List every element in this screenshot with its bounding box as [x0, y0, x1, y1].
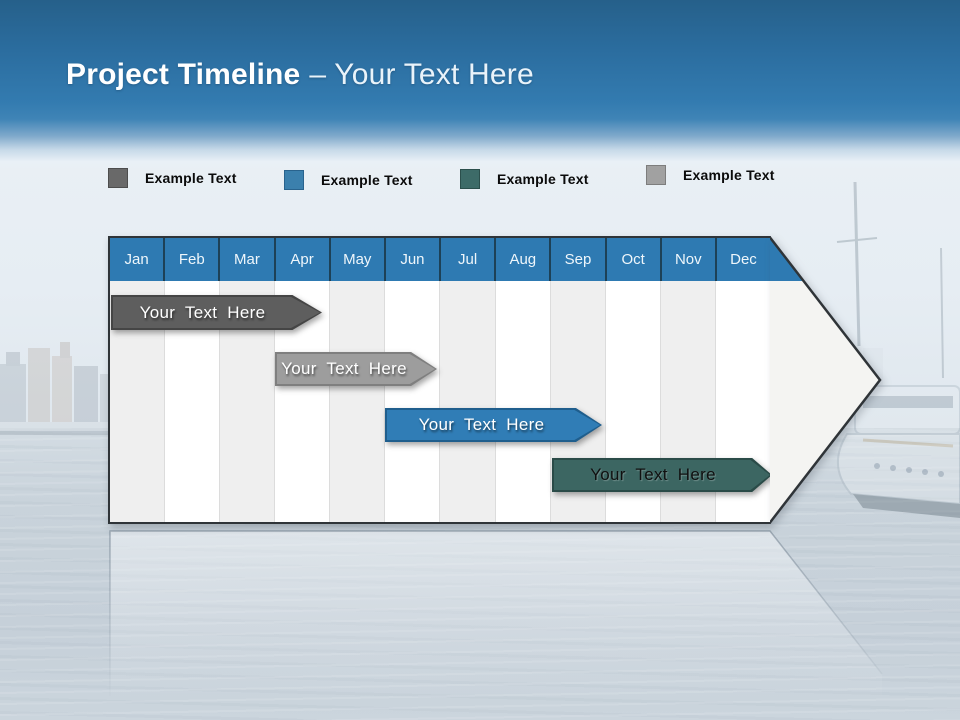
month-cell-aug[interactable]: Aug — [496, 238, 552, 281]
title-sub: – Your Text Here — [309, 58, 534, 91]
gantt-bar-label: Your Text Here — [590, 465, 716, 484]
month-header-row: Jan Feb Mar Apr May Jun Jul Aug Sep Oct … — [110, 238, 770, 281]
gantt-bar-fill — [113, 297, 320, 328]
ship-photo — [836, 181, 960, 518]
gantt-bar-1[interactable]: Your Text Here — [111, 295, 322, 330]
page-title[interactable]: Project Timeline– Your Text Here — [66, 58, 926, 92]
gantt-bar-2[interactable]: Your Text Here — [275, 352, 437, 386]
legend-label: Example Text — [145, 170, 237, 186]
legend-label: Example Text — [497, 171, 589, 187]
grid-column — [330, 281, 386, 522]
month-cell-jun[interactable]: Jun — [386, 238, 442, 281]
month-cell-jan[interactable]: Jan — [110, 238, 166, 281]
month-cell-may[interactable]: May — [331, 238, 386, 281]
grid-column — [495, 281, 551, 522]
month-cell-nov[interactable]: Nov — [662, 238, 717, 281]
legend-item[interactable]: Example Text — [108, 168, 237, 188]
legend-item[interactable]: Example Text — [284, 170, 413, 190]
gantt-bar-fill — [277, 354, 435, 384]
month-cell-feb[interactable]: Feb — [165, 238, 221, 281]
title-main: Project Timeline — [66, 58, 301, 91]
city-skyline-photo — [0, 342, 118, 435]
legend-label: Example Text — [683, 167, 775, 183]
table-reflection — [109, 530, 883, 702]
month-cell-jul[interactable]: Jul — [441, 238, 497, 281]
legend-swatch-teal — [460, 169, 480, 189]
gantt-bar-4[interactable]: Your Text Here — [552, 458, 772, 492]
gantt-bar-label: Your Text Here — [139, 302, 266, 322]
timeline-arrowhead[interactable] — [770, 236, 883, 524]
gantt-bar-fill — [554, 460, 770, 490]
gantt-bar-label: Your Text Here — [281, 359, 407, 378]
month-cell-mar[interactable]: Mar — [220, 238, 276, 281]
gantt-bar-3[interactable]: Your Text Here — [385, 408, 602, 442]
month-cell-dec[interactable]: Dec — [730, 251, 757, 268]
legend-item[interactable]: Example Text — [646, 165, 775, 185]
month-cell-oct[interactable]: Oct — [607, 238, 662, 281]
legend-swatch-darkgray — [108, 168, 128, 188]
gantt-bar-label: Your Text Here — [418, 415, 545, 434]
legend-swatch-blue — [284, 170, 304, 190]
legend-label: Example Text — [321, 172, 413, 188]
month-cell-sep[interactable]: Sep — [551, 238, 607, 281]
legend-item[interactable]: Example Text — [460, 169, 589, 189]
grid-column — [440, 281, 496, 522]
timeline-table[interactable]: Jan Feb Mar Apr May Jun Jul Aug Sep Oct … — [108, 236, 772, 524]
header-gradient-band — [0, 0, 960, 170]
grid-column — [385, 281, 441, 522]
month-cell-apr[interactable]: Apr — [276, 238, 331, 281]
legend-swatch-lightgray — [646, 165, 666, 185]
gantt-bar-fill — [387, 410, 600, 440]
